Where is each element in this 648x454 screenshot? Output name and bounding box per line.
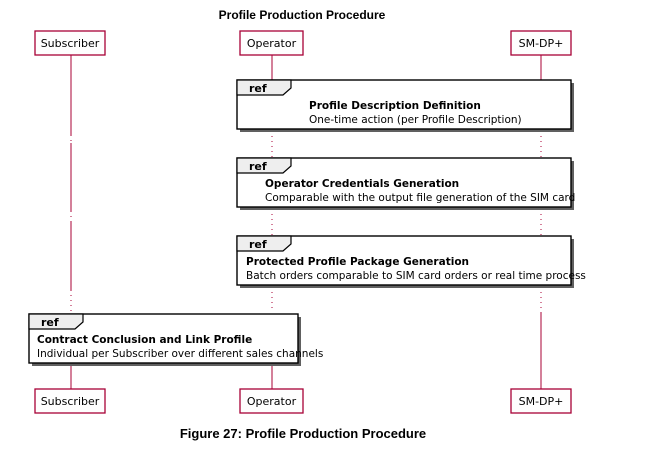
figure-caption: Figure 27: Profile Production Procedure: [180, 426, 426, 441]
participant-subscriber-bottom: Subscriber: [34, 388, 106, 414]
participant-label: Subscriber: [41, 37, 100, 50]
ref-tab: [236, 235, 292, 252]
ref-tag: ref: [249, 82, 267, 95]
ref-tab: [236, 79, 292, 96]
participant-label: Subscriber: [41, 395, 100, 408]
ref-detail: Comparable with the output file generati…: [265, 192, 575, 204]
ref-detail: One-time action (per Profile Description…: [309, 114, 522, 126]
participant-subscriber-top: Subscriber: [34, 30, 106, 56]
ref-tag: ref: [249, 238, 267, 251]
ref-heading: Operator Credentials Generation: [265, 178, 459, 190]
ref-tab: [236, 157, 292, 174]
ref-detail: Individual per Subscriber over different…: [37, 348, 323, 360]
ref-tab: [28, 313, 84, 330]
diagram-title: Profile Production Procedure: [219, 8, 386, 22]
participant-smdp-top: SM-DP+: [510, 30, 572, 56]
lifelines: [70, 55, 542, 389]
ref-tag: ref: [249, 160, 267, 173]
ref-frame-protected-profile-package: ref Protected Profile Package Generation…: [236, 235, 586, 288]
participant-operator-top: Operator: [239, 30, 304, 56]
participant-smdp-bottom: SM-DP+: [510, 388, 572, 414]
ref-frame-profile-description: ref Profile Description Definition One-t…: [236, 79, 574, 132]
participant-label: SM-DP+: [519, 37, 564, 50]
participant-operator-bottom: Operator: [239, 388, 304, 414]
ref-detail: Batch orders comparable to SIM card orde…: [246, 270, 586, 282]
ref-frame-contract-conclusion: ref Contract Conclusion and Link Profile…: [28, 313, 323, 366]
ref-heading: Contract Conclusion and Link Profile: [37, 334, 252, 346]
ref-tag: ref: [41, 316, 59, 329]
ref-heading: Profile Description Definition: [309, 100, 481, 112]
participant-label: Operator: [247, 395, 297, 408]
ref-heading: Protected Profile Package Generation: [246, 256, 469, 268]
participant-label: SM-DP+: [519, 395, 564, 408]
participant-label: Operator: [247, 37, 297, 50]
ref-frame-operator-credentials: ref Operator Credentials Generation Comp…: [236, 157, 575, 210]
